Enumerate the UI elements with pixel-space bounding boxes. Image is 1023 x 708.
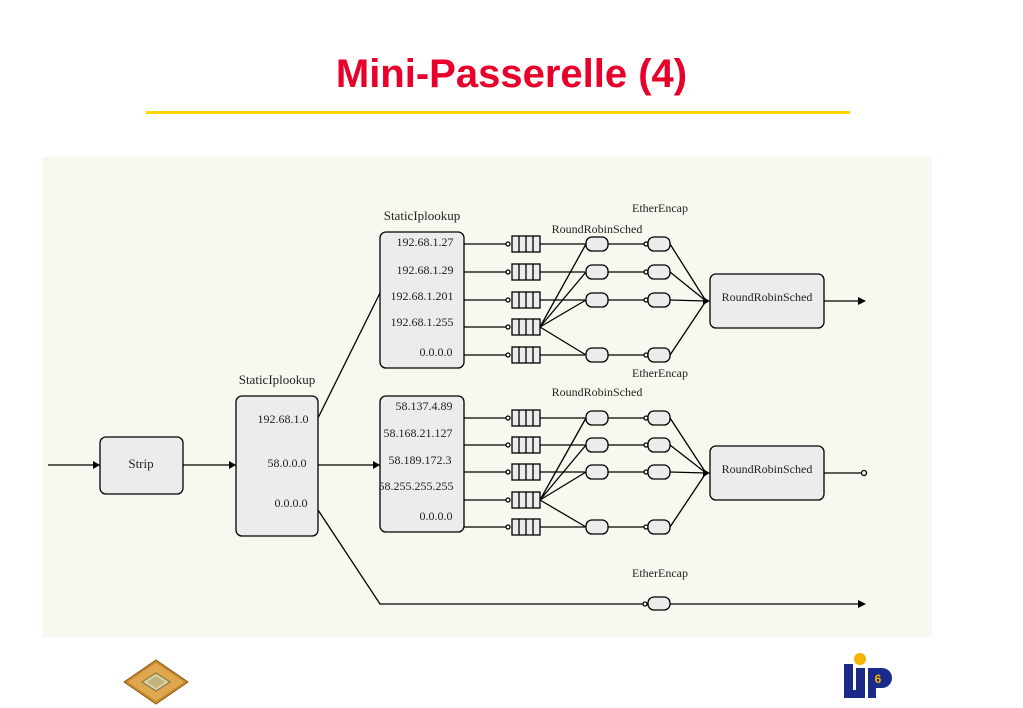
lower-encap-3 — [647, 464, 671, 480]
lower-entry-2: 58.168.21.127 — [384, 426, 453, 440]
upper-output-sched-label: RoundRobinSched — [722, 290, 813, 304]
upper-encap-5 — [647, 347, 671, 363]
upper-encap-bottom-label: EtherEncap — [632, 366, 688, 380]
main-lookup-caption: StaticIplookup — [239, 372, 316, 387]
upper-entry-2: 192.68.1.29 — [397, 263, 454, 277]
lower-rr-input-1 — [585, 410, 609, 426]
upper-queue-5 — [511, 346, 541, 364]
lower-entry-5: 0.0.0.0 — [420, 509, 453, 523]
slide-title: Mini-Passerelle (4) — [335, 52, 688, 96]
upper-queue-4 — [511, 318, 541, 336]
upper-rr-input-2 — [585, 264, 609, 280]
lip-logo-p — [868, 668, 892, 698]
lower-queue-group — [464, 409, 710, 536]
lip-logo-i — [856, 668, 865, 698]
direct-encap-label: EtherEncap — [632, 566, 688, 580]
main-lookup-entry-3: 0.0.0.0 — [275, 496, 308, 510]
upper-encap-3 — [647, 292, 671, 308]
lower-queue-4 — [511, 491, 541, 509]
lower-queue-3 — [511, 463, 541, 481]
upper-queue-1 — [511, 235, 541, 253]
upper-entry-5: 0.0.0.0 — [420, 345, 453, 359]
upper-entry-1: 192.68.1.27 — [397, 235, 454, 249]
lip-logo-l-foot — [844, 690, 864, 698]
upper-rr-input-1 — [585, 236, 609, 252]
lower-queue-5 — [511, 518, 541, 536]
lip-logo-number: 6 — [875, 672, 882, 686]
lower-lookup-element — [379, 395, 465, 533]
processor-chip-icon — [123, 659, 189, 705]
lower-encap-2 — [647, 437, 671, 453]
lower-entry-3: 58.189.172.3 — [389, 453, 452, 467]
main-lookup-element — [235, 395, 319, 537]
upper-encap-1 — [647, 236, 671, 252]
click-router-diagram: Strip StaticIplookup 192.68.1.0 58.0.0.0… — [42, 157, 932, 637]
lower-output-sched-label: RoundRobinSched — [722, 462, 813, 476]
lower-queue-1 — [511, 409, 541, 427]
upper-entry-3: 192.68.1.201 — [391, 289, 454, 303]
upper-queue-2 — [511, 263, 541, 281]
lower-rr-input-2 — [585, 437, 609, 453]
lip6-logo: 6 — [844, 653, 892, 698]
lower-rr-input-5 — [585, 519, 609, 535]
lip-logo-l — [844, 664, 853, 698]
upper-entry-4: 192.68.1.255 — [391, 315, 454, 329]
main-lookup-entry-1: 192.68.1.0 — [258, 412, 309, 426]
link-default-route — [317, 509, 860, 605]
strip-label: Strip — [128, 456, 153, 471]
title-underline — [146, 111, 850, 114]
upper-queue-group — [464, 235, 710, 364]
upper-lookup-caption: StaticIplookup — [384, 208, 461, 223]
upper-queue-3 — [511, 291, 541, 309]
upper-encap-2 — [647, 264, 671, 280]
direct-encap-element — [647, 596, 671, 611]
lip-logo-dot — [854, 653, 866, 665]
lower-sched-label: RoundRobinSched — [552, 385, 643, 399]
main-lookup-entry-2: 58.0.0.0 — [268, 456, 307, 470]
upper-rr-input-5 — [585, 347, 609, 363]
lower-rr-input-3 — [585, 464, 609, 480]
lower-encap-5 — [647, 519, 671, 535]
lower-entry-1: 58.137.4.89 — [396, 399, 453, 413]
lower-queue-2 — [511, 436, 541, 454]
link-to-upper-lookup — [317, 292, 381, 419]
upper-sched-label: RoundRobinSched — [552, 222, 643, 236]
lower-entry-4: 58.255.255.255 — [379, 479, 454, 493]
upper-rr-input-3 — [585, 292, 609, 308]
lower-encap-1 — [647, 410, 671, 426]
upper-encap-top-label: EtherEncap — [632, 201, 688, 215]
